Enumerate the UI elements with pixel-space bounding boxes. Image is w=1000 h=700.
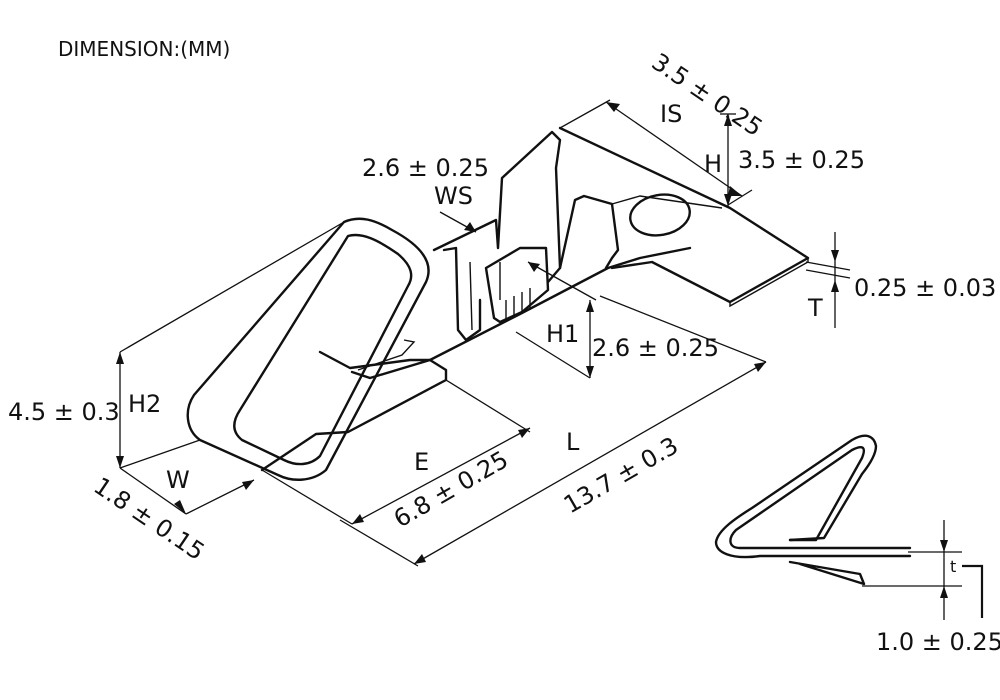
dim-is-label: IS — [660, 100, 682, 128]
side-profile-outer — [714, 434, 912, 559]
loop-flange — [260, 358, 448, 472]
dim-l-label: L — [566, 428, 580, 456]
dim-ws-label: WS — [434, 182, 473, 210]
terminal-part — [186, 126, 810, 481]
spring-loop-outer — [186, 217, 430, 481]
dim-ws-value: 2.6 ± 0.25 — [362, 154, 489, 182]
mounting-hole — [629, 193, 691, 237]
side-profile-tail — [788, 560, 866, 586]
dim-e-label: E — [414, 448, 429, 476]
crimp-serrations — [505, 288, 531, 322]
dim-h1-value: 2.6 ± 0.25 — [592, 334, 719, 362]
side-profile-inner — [729, 446, 912, 550]
dim-h-label: H — [704, 150, 722, 178]
tab-side — [729, 258, 809, 308]
dimension-header: DIMENSION:(MM) — [58, 37, 230, 61]
dim-e-value: 6.8 ± 0.25 — [389, 445, 513, 533]
insulation-wing-right — [558, 194, 620, 270]
insulation-wing-left — [432, 130, 562, 284]
tab-top-edge — [611, 195, 723, 209]
crimp-wing-middle — [484, 246, 550, 324]
mounting-tab — [558, 126, 810, 304]
dim-h2-value: 4.5 ± 0.3 — [8, 398, 120, 426]
dim-t-small-value: 1.0 ± 0.25 — [876, 628, 1000, 656]
body-floor — [428, 246, 692, 362]
spring-tongue — [318, 350, 432, 380]
insulation-wing-left-inner — [442, 246, 482, 342]
crimp-wing-edge — [469, 261, 501, 331]
dim-t-label: T — [807, 294, 823, 322]
tongue-detail — [357, 339, 416, 371]
arrowheads — [116, 102, 839, 564]
dim-h2-label: H2 — [128, 390, 161, 418]
dim-w-value: 1.8 ± 0.15 — [89, 472, 210, 566]
dim-t-small-label: t — [950, 557, 956, 576]
side-detail — [714, 434, 984, 620]
dim-h1-label: H1 — [546, 320, 579, 348]
dim-t-value: 0.25 ± 0.03 — [854, 274, 996, 302]
dim-h-value: 3.5 ± 0.25 — [738, 146, 865, 174]
spring-loop-inner — [233, 233, 413, 466]
dim-w-label: W — [166, 466, 190, 494]
